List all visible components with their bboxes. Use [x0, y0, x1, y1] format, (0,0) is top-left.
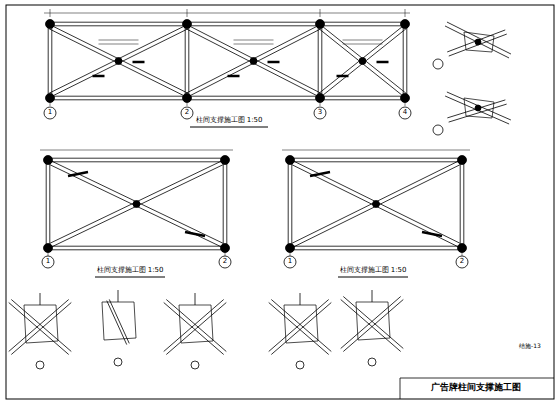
axis-number: 2 [460, 258, 464, 266]
axis-number: 3 [318, 109, 322, 117]
axis-number: 2 [223, 258, 227, 266]
axis-number: 4 [403, 109, 407, 117]
drawing-caption: 柱间支撑施工图 1:50 [340, 267, 407, 275]
drawing-caption: 柱间支撑施工图 1:50 [97, 267, 164, 275]
axis-number: 1 [48, 109, 52, 117]
drawing-caption: 结施-13 [519, 343, 541, 350]
axis-number: 2 [185, 109, 189, 117]
axis-number: 1 [46, 258, 50, 266]
axis-number: 1 [288, 258, 292, 266]
sheet-title: 广告牌柱间支撑施工图 [431, 383, 521, 393]
drawing-caption: 柱间支撑施工图 1:50 [196, 117, 263, 125]
